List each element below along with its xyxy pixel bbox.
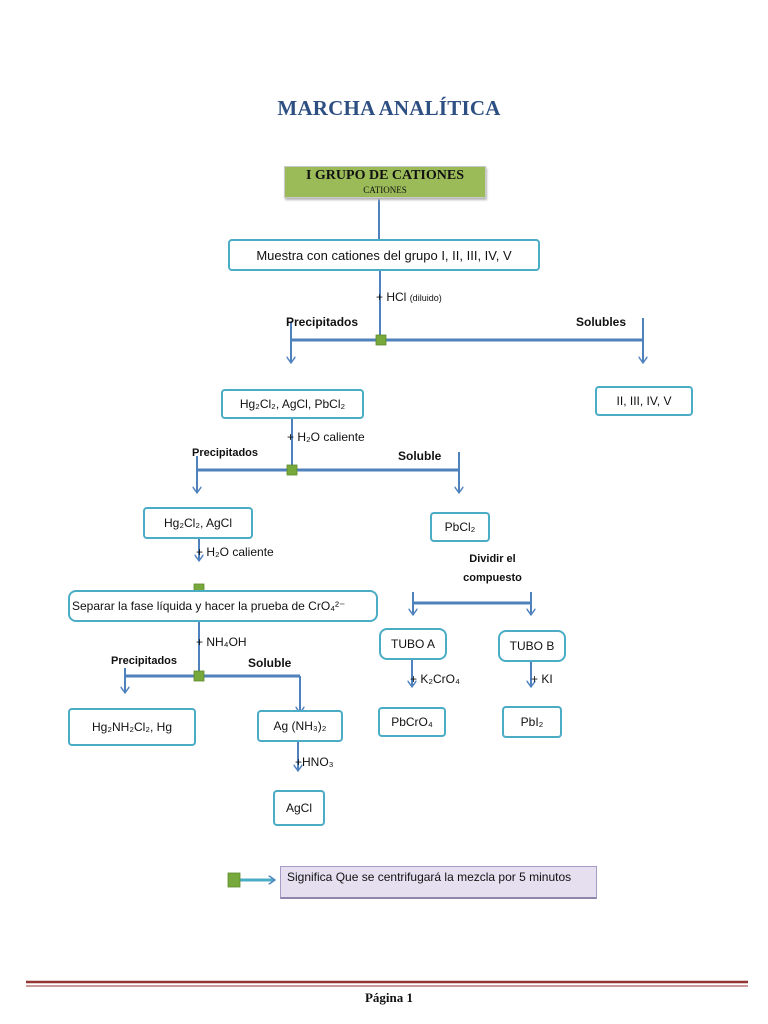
- node-soluble-1: II, III, IV, V: [595, 386, 693, 416]
- node-pbcro4: PbCrO₄: [378, 707, 446, 737]
- label-precipitados-2: Precipitados: [192, 447, 259, 459]
- node-precipitado-1: Hg₂Cl₂, AgCl, PbCl₂: [221, 389, 364, 419]
- reagent-hcl-label: + HCl: [376, 290, 407, 304]
- reagent-hno3: +HNO₃: [295, 755, 334, 769]
- legend-marker: [227, 872, 241, 888]
- centrifuge-marker-2: [286, 464, 298, 476]
- node-tubo-b: TUBO B: [498, 630, 566, 662]
- reagent-nh4oh: + NH₄OH: [196, 635, 247, 649]
- label-soluble-2: Soluble: [398, 449, 442, 463]
- label-dividir: Dividir el compuesto: [463, 553, 522, 584]
- reagent-ki: + KI: [531, 672, 553, 686]
- node-tubo-a: TUBO A: [379, 628, 447, 660]
- page-title: MARCHA ANALÍTICA: [277, 96, 501, 120]
- label-soluble-3: Soluble: [248, 656, 292, 670]
- reagent-h2o-2: + H₂O caliente: [196, 545, 274, 559]
- label-precipitados-3: Precipitados: [111, 655, 178, 667]
- label-solubles-1: Solubles: [576, 315, 627, 329]
- group-header: I GRUPO DE CATIONES CATIONES: [284, 166, 486, 198]
- centrifuge-marker-1: [375, 334, 387, 346]
- reagent-hcl-note: (diluido): [409, 293, 442, 303]
- node-pbcl2: PbCl₂: [430, 512, 490, 542]
- reagent-h2o-1: + H₂O caliente: [287, 430, 365, 444]
- reagent-k2cro4: + K₂CrO₄: [410, 672, 460, 686]
- node-muestra: Muestra con cationes del grupo I, II, II…: [228, 239, 540, 271]
- reagent-hcl: + HCl (diluido): [376, 290, 442, 304]
- node-separar: Separar la fase líquida y hacer la prueb…: [68, 590, 378, 622]
- label-precipitados-1: Precipitados: [286, 315, 359, 329]
- node-pbi2: PbI₂: [502, 706, 562, 738]
- node-agcl: AgCl: [273, 790, 325, 826]
- node-ag-nh3: Ag (NH₃)₂: [257, 710, 343, 742]
- group-header-title: I GRUPO DE CATIONES: [305, 168, 465, 183]
- page-number: Página 1: [364, 990, 414, 1005]
- legend-note: Significa Que se centrifugará la mezcla …: [280, 866, 597, 899]
- node-hg-final: Hg₂NH₂Cl₂, Hg: [68, 708, 196, 746]
- group-header-subtitle: CATIONES: [363, 185, 407, 195]
- node-precipitado-2: Hg₂Cl₂, AgCl: [143, 507, 253, 539]
- centrifuge-marker-4: [193, 670, 205, 682]
